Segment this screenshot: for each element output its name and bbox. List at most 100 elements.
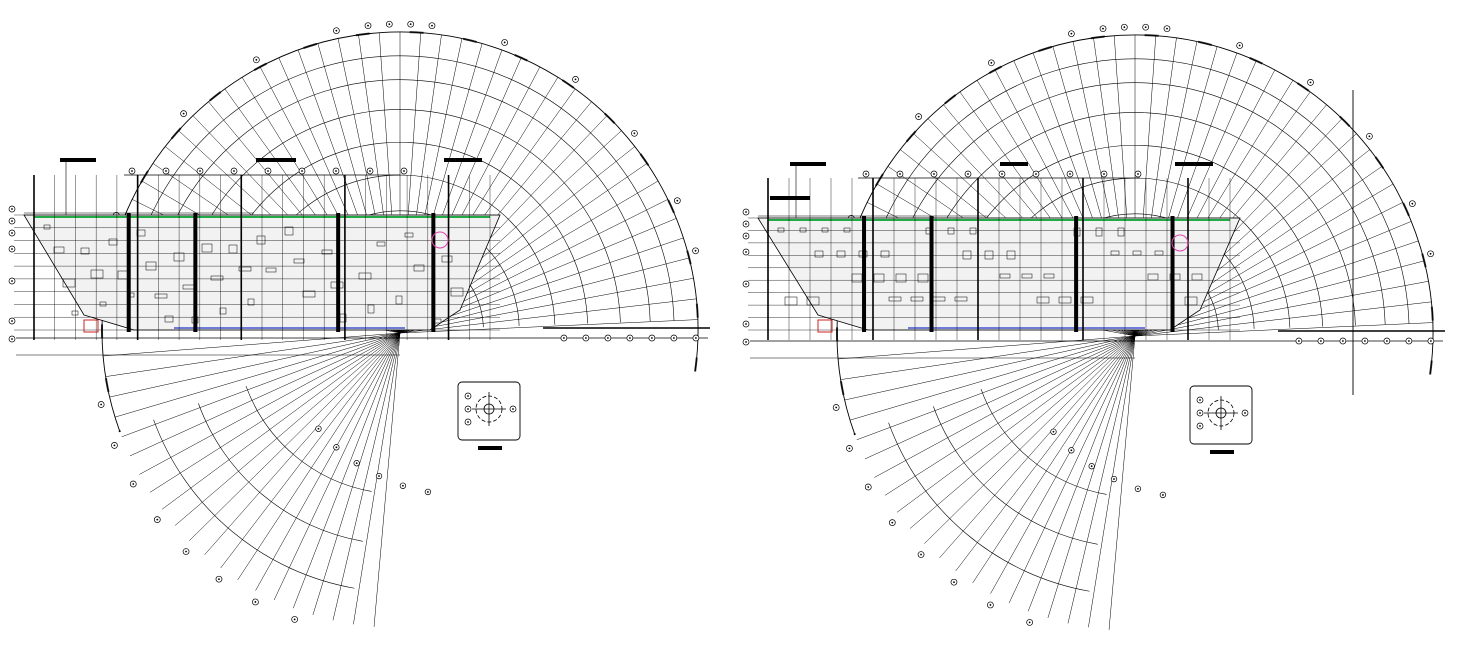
radial-line (1008, 335, 1136, 604)
core-wall (431, 213, 436, 332)
grid-bubble-dot (745, 235, 747, 237)
grid-bubble-dot (11, 338, 13, 340)
fixture (969, 227, 977, 235)
grid-bubble-dot (218, 578, 220, 581)
grid-bubble-dot (1199, 412, 1201, 414)
title-label (478, 446, 502, 450)
grid-bubble-dot (676, 199, 679, 202)
grid-bubble-dot (1199, 399, 1201, 401)
grid-bubble-dot (199, 170, 201, 172)
radial-line (1047, 335, 1136, 619)
accent-detail (431, 231, 449, 249)
grid-bubble-dot (891, 521, 894, 524)
radial-line (129, 332, 401, 457)
grid-bubble-dot (367, 24, 369, 27)
radial-line (114, 332, 401, 418)
fixture (880, 250, 890, 258)
fixture (376, 241, 386, 247)
ring-arc (888, 422, 1090, 592)
fixture (164, 315, 174, 323)
radial-line (1027, 335, 1136, 612)
radial-line (844, 335, 1136, 401)
ring-arc (153, 419, 355, 589)
radial-line (332, 332, 401, 621)
grid-bubble-dot (267, 170, 269, 172)
fixture (814, 250, 824, 258)
radial-line (1134, 260, 1425, 337)
fixture (1169, 273, 1181, 281)
radial-line (1134, 281, 1429, 337)
ring-arc (886, 82, 1386, 325)
fixture (265, 267, 277, 273)
fixture (777, 227, 785, 233)
fixture (888, 296, 902, 302)
ring-arc (151, 79, 651, 322)
grid-bubble-dot (11, 220, 13, 222)
radial-line (909, 335, 1136, 529)
grid-bubble-dot (255, 58, 258, 61)
ring-arc (916, 112, 1356, 326)
grid-bubble-dot (629, 337, 631, 339)
title-label (256, 158, 296, 162)
fixture (339, 313, 347, 323)
fixture (910, 296, 924, 302)
grid-bubble-dot (467, 408, 469, 410)
fixture (219, 307, 227, 315)
grid-bubble-dot (1166, 27, 1168, 30)
grid-bubble-dot (989, 604, 992, 606)
fixture (1043, 273, 1055, 279)
ring-arc (933, 406, 1098, 545)
fixture (925, 227, 933, 235)
grid-bubble-dot (745, 223, 747, 225)
grid-bubble-dot (953, 581, 955, 584)
fixture (821, 227, 829, 233)
grid-bubble-dot (1070, 32, 1073, 35)
fixture (90, 269, 104, 279)
radial-line (838, 335, 1136, 360)
title-label (1175, 162, 1213, 166)
grid-bubble-dot (1408, 340, 1410, 342)
fixture (1058, 296, 1072, 304)
radial-line (273, 332, 401, 601)
grid-bubble-dot (467, 421, 469, 423)
grid-bubble-dot (695, 337, 697, 339)
grid-bubble-dot (633, 132, 636, 135)
grid-bubble-dot (745, 341, 747, 343)
fixture (1147, 273, 1159, 281)
grid-bubble-dot (1090, 465, 1093, 468)
fixture (962, 250, 972, 260)
radial-line (189, 332, 401, 541)
grid-bubble-dot (1244, 412, 1246, 414)
grid-bubble-dot (1028, 621, 1031, 624)
outer-arc-dash (101, 31, 699, 433)
radial-line (220, 332, 401, 569)
grid-bubble-dot (1386, 340, 1388, 342)
grid-bubble-dot (11, 280, 13, 282)
fixture (1073, 227, 1081, 237)
radial-line (312, 332, 401, 616)
fixture (62, 278, 76, 288)
grid-bubble-dot (1320, 340, 1322, 342)
grid-bubble-dot (848, 447, 851, 450)
fixture (210, 275, 224, 281)
fixture (330, 281, 344, 289)
fixture (1191, 273, 1203, 281)
grid-bubble-dot (185, 550, 187, 553)
grid-bubble-dot (920, 553, 922, 556)
grid-bubble-dot (1309, 81, 1312, 84)
fixture (173, 252, 185, 262)
grid-bubble-dot (745, 251, 747, 253)
radial-line (373, 332, 401, 627)
grid-bubble-dot (990, 61, 993, 64)
fixture (1184, 296, 1198, 306)
grid-bubble-dot (745, 283, 747, 285)
fixture (367, 304, 375, 314)
radial-line (292, 332, 401, 609)
fixture (1006, 250, 1016, 260)
grid-bubble-dot (967, 173, 969, 175)
grid-bubble-dot (293, 618, 296, 621)
accent-detail (83, 319, 99, 333)
grid-bubble-dot (369, 170, 371, 172)
grid-bubble-dot (899, 173, 901, 175)
